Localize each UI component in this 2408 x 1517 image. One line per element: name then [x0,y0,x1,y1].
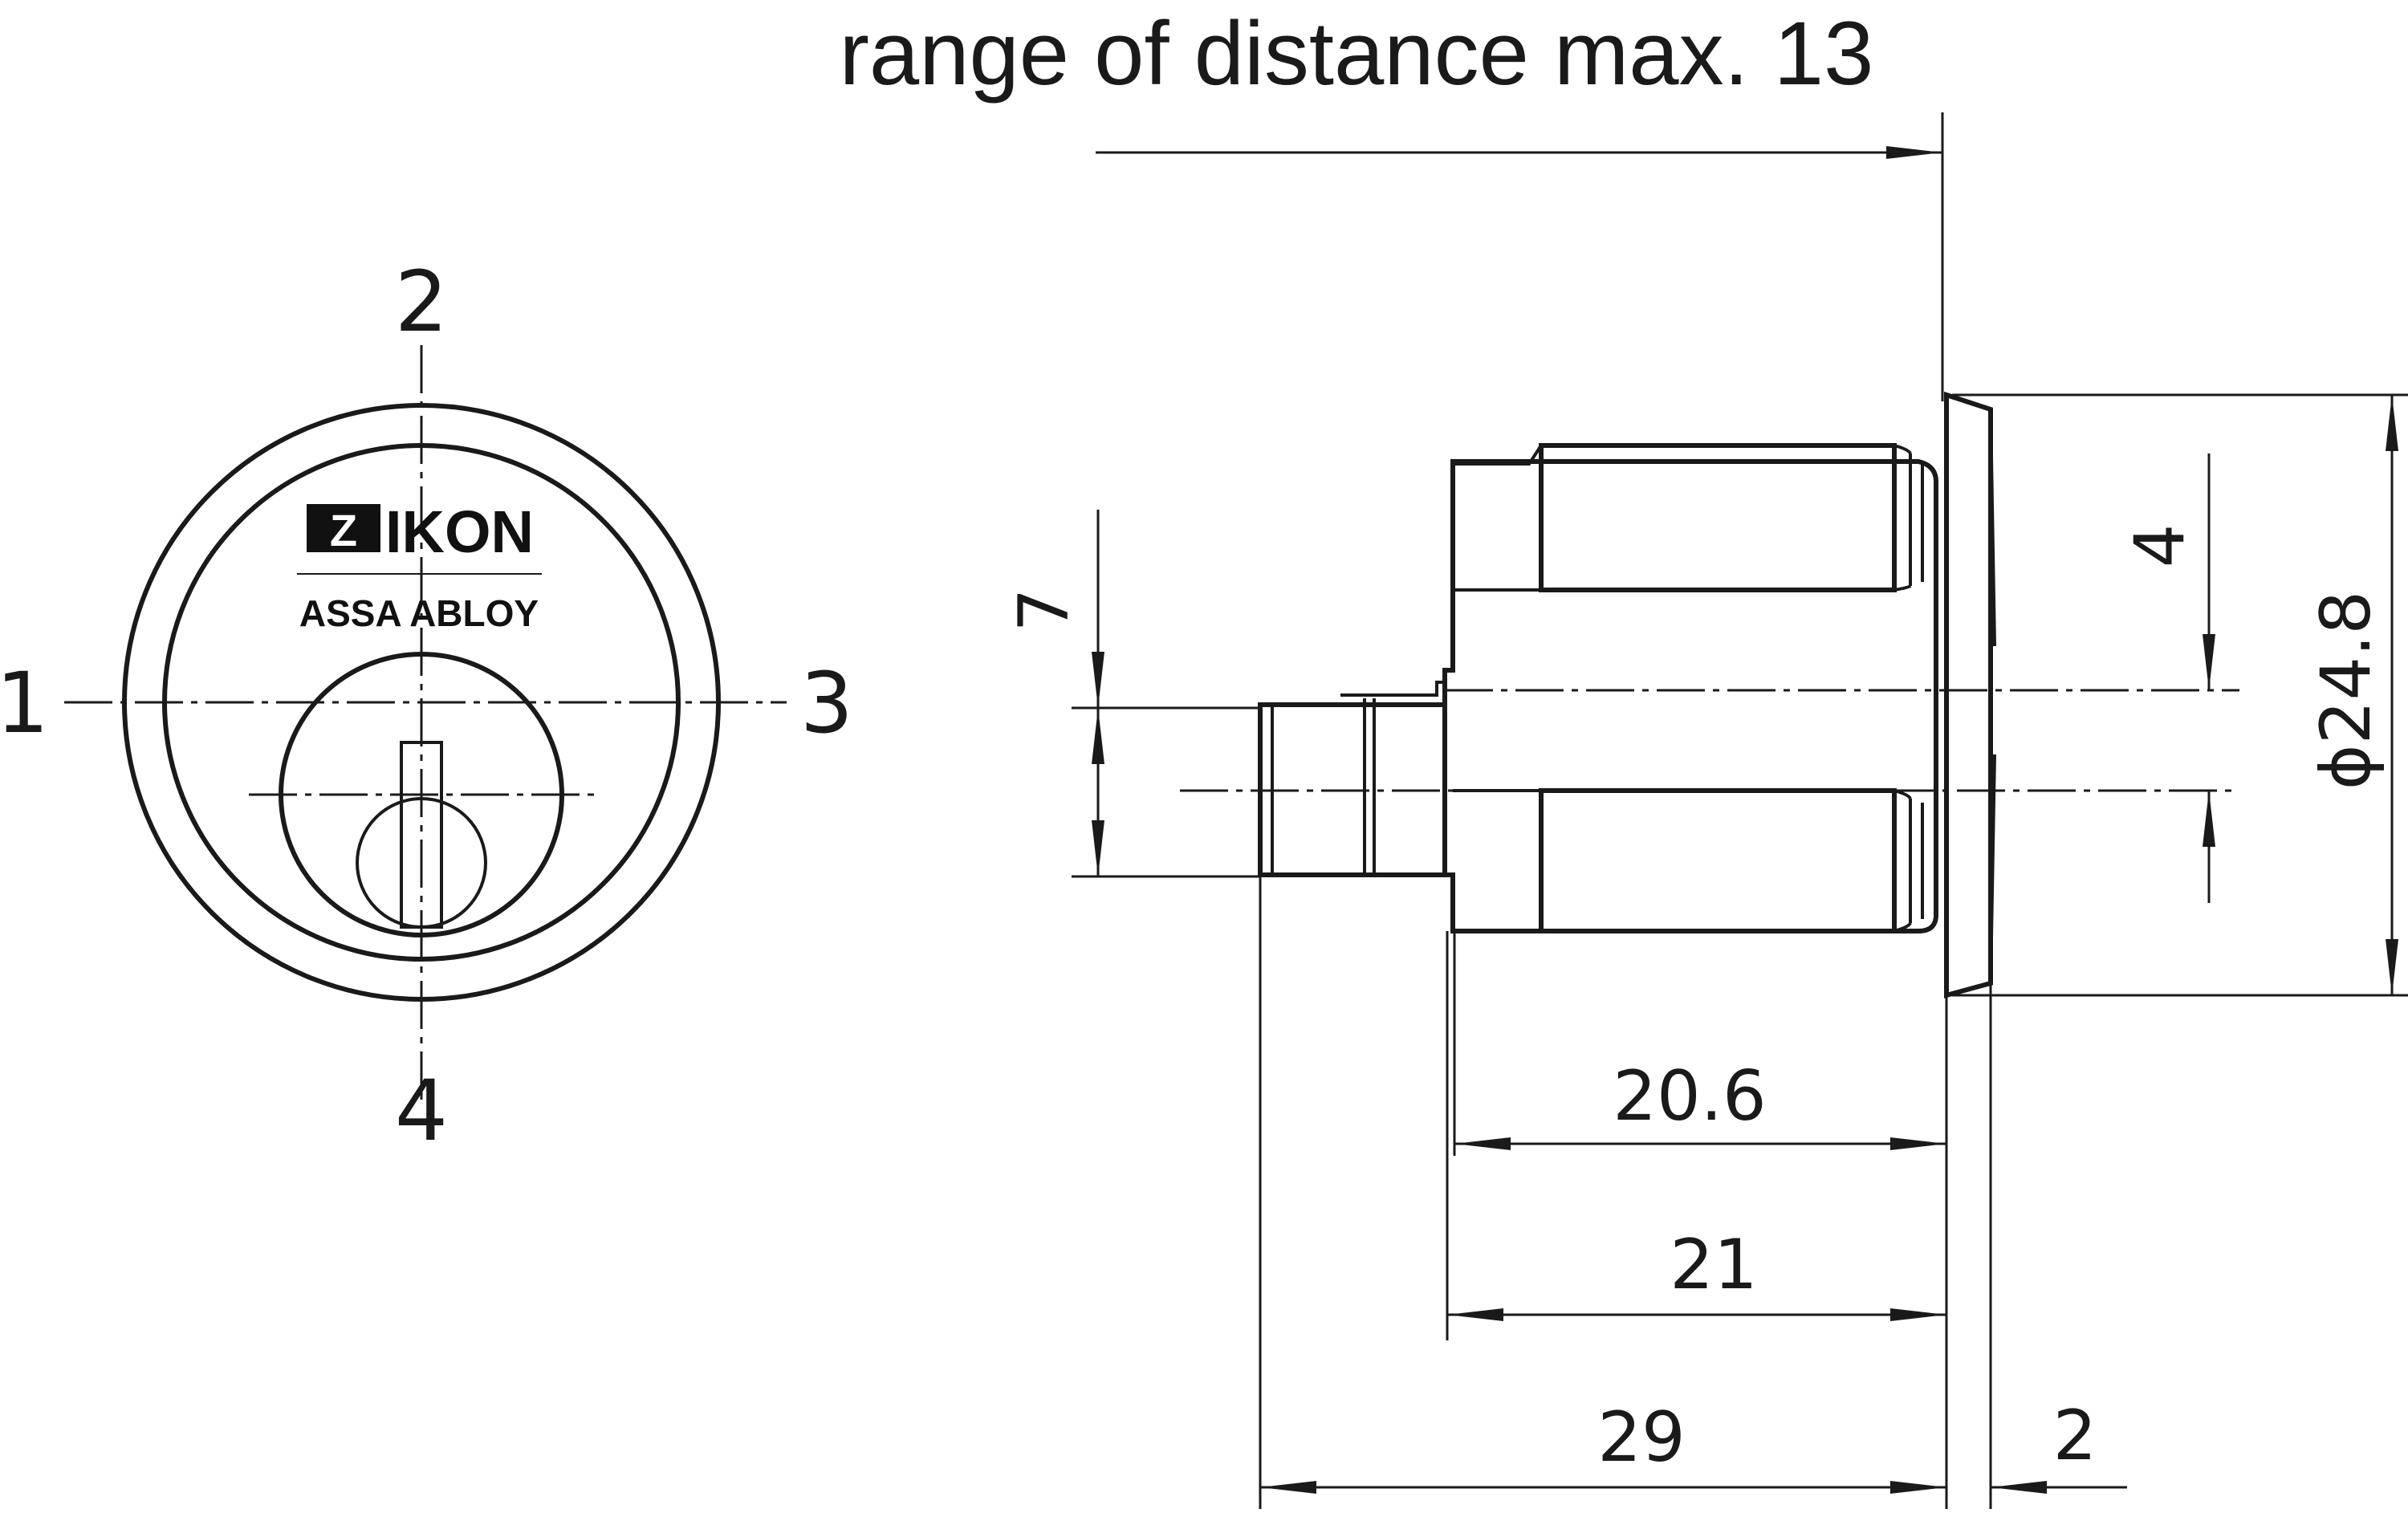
front-view: 1 2 3 4 Z IKON ASSA ABLOY [0,253,853,1160]
cylinder-flange [1944,391,1993,998]
flange-taper [1989,409,1996,984]
ikon-brand-text: IKON [385,498,534,565]
lower-pin-grooves [1893,789,1924,933]
dim-20-6-label: 20.6 [1613,1056,1766,1137]
lower-pin-chamber [1539,788,1897,933]
position-4-label: 4 [395,1062,448,1160]
dim-29-label: 29 [1597,1397,1685,1478]
dim-7-label: 7 [1004,588,1084,632]
dim-diameter-label: ϕ24.8 [2306,591,2386,790]
ikon-z-letter: Z [330,505,357,555]
dim-21-label: 21 [1670,1225,1757,1305]
upper-pin-neck [1453,444,1543,592]
position-3-label: 3 [800,654,853,752]
dim-4-label: 4 [2120,524,2200,568]
ikon-logo: Z IKON ASSA ABLOY [297,498,542,634]
drawing-title: range of distance max. 13 [840,3,1874,104]
dim-2-label: 2 [2053,1396,2097,1476]
dimensions: 20.6 21 29 2 7 4 ϕ24.8 [1004,112,2408,1509]
upper-pin-chamber [1539,443,1897,592]
cam-tailpiece [1258,702,1447,877]
cylinder-body [1442,459,1938,933]
side-view [1180,391,2239,998]
ikon-z-mark [307,504,380,552]
position-1-label: 1 [0,654,49,752]
assa-abloy-text: ASSA ABLOY [299,592,539,634]
cam-step [1340,681,1445,697]
upper-pin-grooves [1893,444,1924,592]
position-2-label: 2 [395,253,448,351]
